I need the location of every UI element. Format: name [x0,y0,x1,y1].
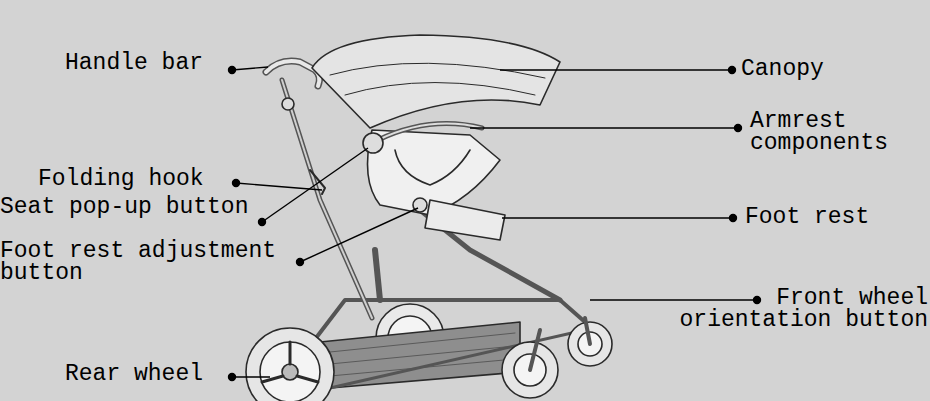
part-label: Handle bar [65,52,235,74]
part-label: Foot rest [745,206,925,228]
leader-lines [229,67,761,381]
part-label: Front wheel orientation button [676,287,928,331]
part-label: Seat pop-up button [0,196,270,218]
part-label: Rear wheel [65,363,235,385]
part-label: Armrest components [750,110,905,154]
part-label: Folding hook [38,168,233,190]
part-label: Canopy [741,58,921,80]
part-label: Foot rest adjustment button [0,240,295,284]
